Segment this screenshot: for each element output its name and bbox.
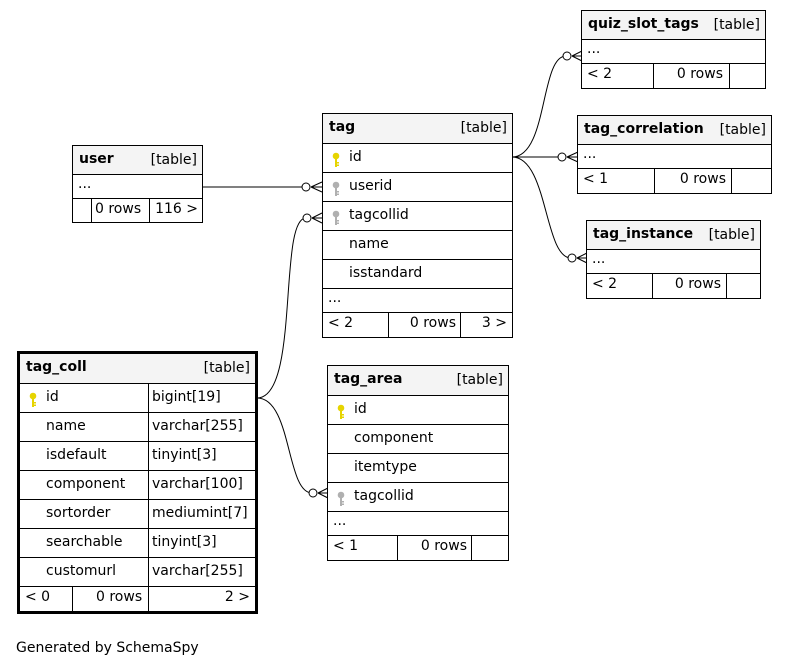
- table-kind: [table]: [203, 360, 250, 376]
- column-row-isstandard[interactable]: isstandard: [323, 260, 512, 289]
- foreign-key-icon: [332, 210, 340, 225]
- children-link[interactable]: 116 >: [155, 201, 198, 217]
- table-name: tag_area: [334, 371, 403, 387]
- column-row-customurl[interactable]: customurl varchar[255]: [20, 558, 255, 587]
- table-kind: [table]: [460, 120, 507, 136]
- table-kind: [table]: [719, 122, 766, 138]
- column-name: component: [46, 476, 126, 492]
- table-kind: [table]: [456, 372, 503, 388]
- row-count: 0 rows: [679, 171, 726, 187]
- more-columns-ellipsis: ...: [328, 290, 342, 306]
- table-tag_correlation[interactable]: tag_correlation [table] ... < 1 0 rows: [577, 115, 772, 194]
- column-name: name: [46, 418, 86, 434]
- foreign-key-icon: [337, 491, 345, 506]
- relation-tag-quiz_slot_tags: [511, 55, 567, 158]
- table-tag_instance[interactable]: tag_instance [table] ... < 2 0 rows: [586, 220, 761, 299]
- column-row-tagcollid[interactable]: tagcollid: [323, 202, 512, 231]
- column-row-id[interactable]: id: [328, 396, 508, 425]
- table-quiz_slot_tags[interactable]: quiz_slot_tags [table] ... < 2 0 rows: [581, 10, 766, 89]
- table-name: tag_instance: [593, 226, 694, 242]
- table-kind: [table]: [708, 227, 755, 243]
- table-user[interactable]: user [table] ... 0 rows 116 >: [72, 145, 203, 223]
- column-name: customurl: [46, 563, 117, 579]
- primary-key-icon: [29, 392, 37, 407]
- column-name: isdefault: [46, 447, 107, 463]
- children-link[interactable]: 3 >: [481, 315, 507, 331]
- column-name: userid: [349, 178, 393, 194]
- relation-tag_coll-tag_area: [256, 397, 313, 494]
- primary-key-icon: [332, 152, 340, 167]
- column-type: varchar[100]: [152, 476, 243, 492]
- column-row-sortorder[interactable]: sortorder mediumint[7]: [20, 500, 255, 529]
- parents-link[interactable]: < 2: [592, 276, 618, 292]
- relation-tag-tag_instance: [511, 156, 572, 259]
- column-name: itemtype: [354, 459, 417, 475]
- table-name: user: [79, 151, 114, 167]
- column-name: id: [46, 389, 59, 405]
- table-kind: [table]: [150, 152, 197, 168]
- table-tag_coll[interactable]: tag_coll [table] id bigint[19] name varc…: [17, 351, 258, 614]
- more-columns-ellipsis: ...: [583, 146, 597, 162]
- row-count: 0 rows: [409, 315, 456, 331]
- parents-link[interactable]: < 1: [333, 538, 359, 554]
- parents-link[interactable]: < 1: [583, 171, 609, 187]
- generated-by-text: Generated by SchemaSpy: [16, 640, 199, 656]
- column-name: isstandard: [349, 265, 423, 281]
- row-count: 0 rows: [95, 201, 142, 217]
- column-type: varchar[255]: [152, 418, 243, 434]
- more-columns-ellipsis: ...: [333, 513, 347, 529]
- relation-tag_coll-tag: [256, 217, 307, 399]
- column-row-userid[interactable]: userid: [323, 173, 512, 202]
- column-name: name: [349, 236, 389, 252]
- column-type: varchar[255]: [152, 563, 243, 579]
- column-name: tagcollid: [349, 207, 409, 223]
- table-tag_area[interactable]: tag_area [table] id component itemtype t…: [327, 365, 509, 561]
- column-row-component[interactable]: component: [328, 425, 508, 454]
- column-row-name[interactable]: name varchar[255]: [20, 413, 255, 442]
- column-row-component[interactable]: component varchar[100]: [20, 471, 255, 500]
- column-row-itemtype[interactable]: itemtype: [328, 454, 508, 483]
- column-row-tagcollid[interactable]: tagcollid: [328, 483, 508, 512]
- parents-link[interactable]: < 2: [587, 66, 613, 82]
- table-name: quiz_slot_tags: [588, 16, 699, 32]
- column-name: component: [354, 430, 434, 446]
- table-name: tag_correlation: [584, 121, 704, 137]
- column-row-isdefault[interactable]: isdefault tinyint[3]: [20, 442, 255, 471]
- more-columns-ellipsis: ...: [592, 251, 606, 267]
- column-name: id: [349, 149, 362, 165]
- table-tag[interactable]: tag [table] id userid tagcollid name iss…: [322, 113, 513, 338]
- row-count: 0 rows: [676, 66, 723, 82]
- column-row-id[interactable]: id bigint[19]: [20, 384, 255, 413]
- foreign-key-icon: [332, 181, 340, 196]
- column-type: bigint[19]: [152, 389, 221, 405]
- column-name: id: [354, 401, 367, 417]
- column-name: sortorder: [46, 505, 111, 521]
- column-type: tinyint[3]: [152, 447, 217, 463]
- column-row-name[interactable]: name: [323, 231, 512, 260]
- column-name: searchable: [46, 534, 123, 550]
- column-name: tagcollid: [354, 488, 414, 504]
- row-count: 0 rows: [96, 589, 143, 605]
- more-columns-ellipsis: ...: [78, 176, 92, 192]
- table-name: tag_coll: [26, 359, 87, 375]
- column-row-searchable[interactable]: searchable tinyint[3]: [20, 529, 255, 558]
- column-type: mediumint[7]: [152, 505, 248, 521]
- more-columns-ellipsis: ...: [587, 41, 601, 57]
- children-link[interactable]: 2 >: [224, 589, 250, 605]
- parents-link[interactable]: < 0: [25, 589, 51, 605]
- row-count: 0 rows: [420, 538, 467, 554]
- parents-link[interactable]: < 2: [328, 315, 354, 331]
- column-type: tinyint[3]: [152, 534, 217, 550]
- row-count: 0 rows: [674, 276, 721, 292]
- column-row-id[interactable]: id: [323, 144, 512, 173]
- table-kind: [table]: [713, 17, 760, 33]
- primary-key-icon: [337, 404, 345, 419]
- table-name: tag: [329, 119, 356, 135]
